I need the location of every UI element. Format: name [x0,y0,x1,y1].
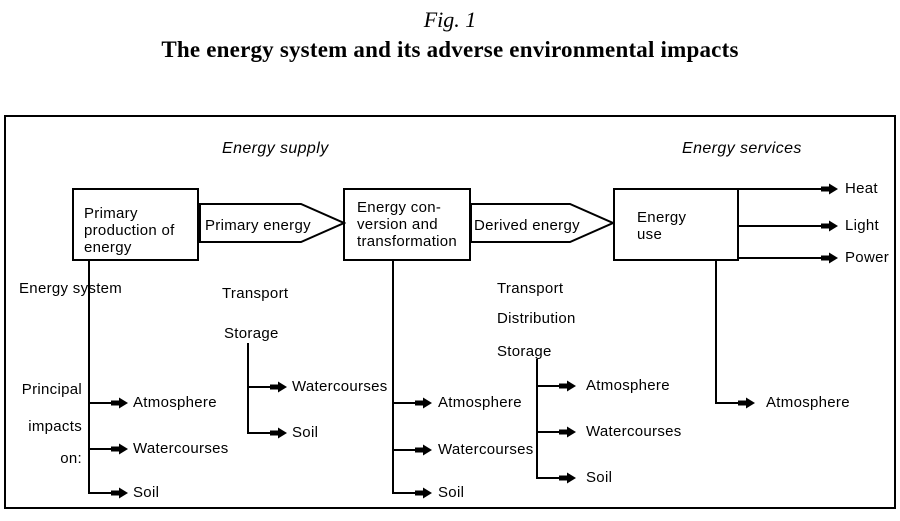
energy-use-box: Energy use [613,188,739,261]
impact-label: Watercourses [438,441,534,458]
impact-label: Atmosphere [438,394,522,411]
principal-label: Principal [21,381,82,398]
storage-label: Storage [497,343,552,360]
arrowhead-icon [270,427,287,439]
branch-line [89,492,111,494]
arrowhead-icon [821,252,838,264]
box-line: transformation [357,233,458,250]
energy-supply-label: Energy supply [222,140,329,157]
tree-line [247,343,249,434]
energy-services-label: Energy services [682,140,802,157]
fig-number: Fig. 1 [423,7,477,32]
energy-system-label: Energy system [19,280,123,297]
figure-title: The energy system and its adverse enviro… [161,37,739,62]
box-line: energy [84,239,132,256]
branch-line [393,449,415,451]
branch-line [393,492,415,494]
impact-label: Soil [292,424,319,441]
branch-line [89,402,111,404]
on-label: on: [60,450,82,467]
arrowhead-icon [111,487,128,499]
distribution-label: Distribution [497,310,576,327]
arrowhead-icon [111,397,128,409]
branch-line [537,385,559,387]
arrowhead-icon [821,220,838,232]
impact-label: Soil [133,484,160,501]
arrowhead-icon [270,381,287,393]
diagram-frame [4,115,896,509]
primary-energy-arrow-shape [199,203,346,243]
transport-label: Transport [497,280,564,297]
impact-label: Soil [438,484,465,501]
tree-line [88,261,90,494]
branch-line [248,386,270,388]
box-line: production of [84,222,175,239]
box-line: version and [357,216,438,233]
impact-label: Atmosphere [766,394,850,411]
derived-energy-arrow-label: Derived energy [474,217,580,234]
arrowhead-icon [559,380,576,392]
output-light-label: Light [845,217,880,234]
storage-label: Storage [224,325,279,342]
transport-label: Transport [222,285,289,302]
arrowhead-icon [415,487,432,499]
impact-label: Soil [586,469,613,486]
box-line: Energy con- [357,199,442,216]
impact-label: Watercourses [586,423,682,440]
tree-line [536,359,538,479]
arrowhead-icon [559,426,576,438]
impact-label: Watercourses [292,378,388,395]
tree-line [392,261,394,494]
box-line: Primary [84,205,138,222]
light-line [739,225,821,227]
branch-line [537,477,559,479]
impacts-label: impacts [28,418,82,435]
primary-production-box: Primary production of energy [72,188,199,261]
box-line: use [637,226,663,243]
primary-energy-arrow-label: Primary energy [205,217,311,234]
derived-energy-arrow-shape [470,203,615,243]
arrowhead-icon [559,472,576,484]
impact-label: Atmosphere [586,377,670,394]
impact-label: Watercourses [133,440,229,457]
arrowhead-icon [415,397,432,409]
branch-line [393,402,415,404]
tree-line [715,261,717,404]
arrowhead-icon [738,397,755,409]
box-line: Energy [637,209,687,226]
heat-line [739,188,821,190]
arrowhead-icon [111,443,128,455]
output-heat-label: Heat [845,180,878,197]
output-power-label: Power [845,249,890,266]
energy-conversion-box: Energy con- version and transformation [343,188,471,261]
branch-line [716,402,738,404]
branch-line [248,432,270,434]
branch-line [537,431,559,433]
power-line [739,257,821,259]
branch-line [89,448,111,450]
arrowhead-icon [415,444,432,456]
impact-label: Atmosphere [133,394,217,411]
arrowhead-icon [821,183,838,195]
